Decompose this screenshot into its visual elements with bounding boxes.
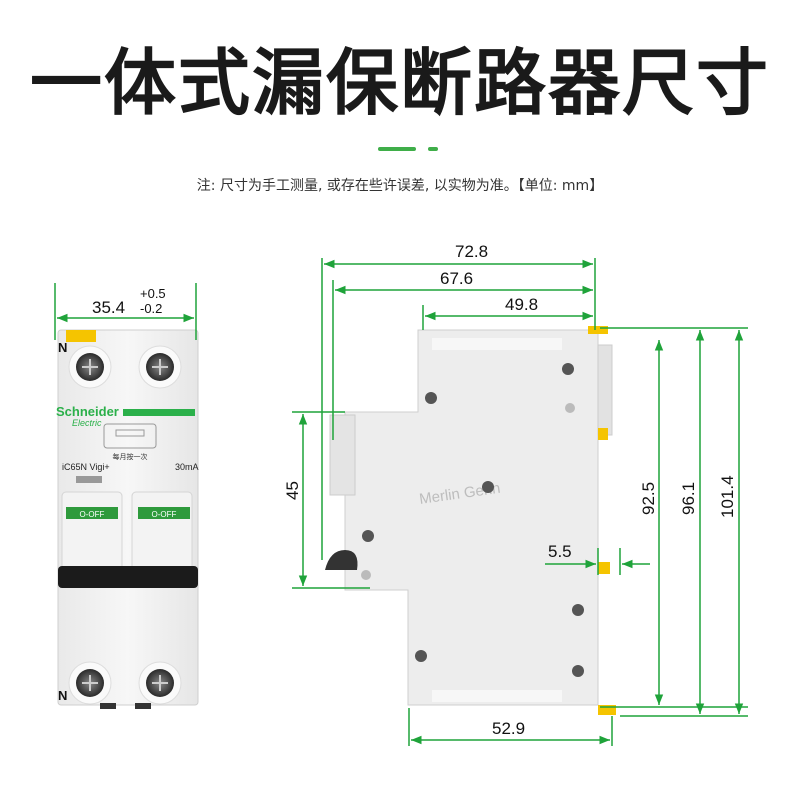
terminal-label-top: N [58,340,67,355]
side-view-breaker: Merlin Gerin [325,326,616,715]
screw-icon [138,345,182,389]
dim-49-8: 49.8 [505,295,538,314]
dimension-width-front: 35.4 +0.5 -0.2 [54,283,197,340]
screw-icon [68,661,112,705]
rating-label: 30mA [175,462,199,472]
dim-92-5: 92.5 [639,482,658,515]
brand-sub: Electric [72,418,102,428]
accent-bar-left [378,147,416,151]
dim-5-5: 5.5 [548,542,572,561]
measurement-note: 注: 尺寸为手工测量, 或存在些许误差, 以实物为准。【单位: mm】 [196,178,604,194]
dim-72-8: 72.8 [455,242,488,261]
dimension-lines-side [292,258,748,746]
dim-45: 45 [283,481,302,500]
brand-logo: Schneider [56,404,119,419]
screw-icon [68,345,112,389]
dim-52-9: 52.9 [492,719,525,738]
screw-icon [138,661,182,705]
page-title: 一体式漏保断路器尺寸 [29,41,770,125]
dim-67-6: 67.6 [440,269,473,288]
accent-bar-right [428,147,438,151]
toggle-handle-bar [58,566,198,588]
dim-tol-minus: -0.2 [140,301,162,316]
off-label: O-OFF [152,510,177,519]
yellow-clip-top [66,330,96,342]
off-label: O-OFF [80,510,105,519]
model-label: iC65N Vigi+ [62,462,110,472]
dim-tol-plus: +0.5 [140,286,166,301]
front-view-breaker: N Schneider Electric 每月按一次 iC65N Vigi+ 3… [56,329,199,709]
test-label: 每月按一次 [113,452,148,461]
dim-35-4: 35.4 [92,298,125,317]
dim-101-4: 101.4 [718,475,737,518]
dim-96-1: 96.1 [679,482,698,515]
terminal-label-bottom: N [58,688,67,703]
